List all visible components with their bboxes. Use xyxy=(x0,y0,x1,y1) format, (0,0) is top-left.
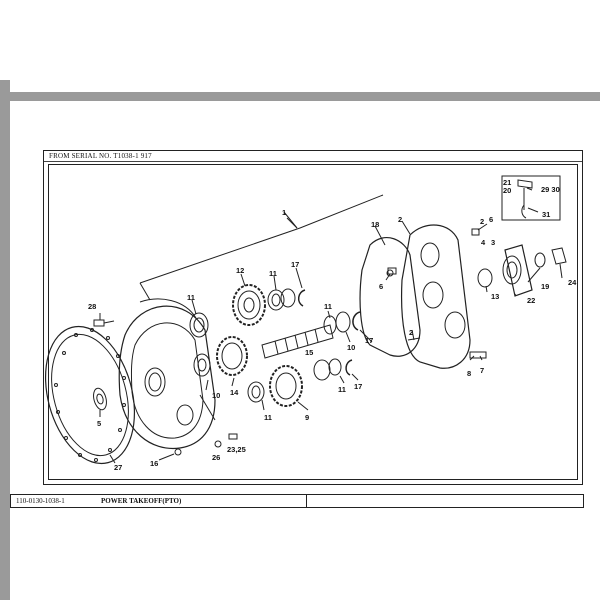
callout-6: 6 xyxy=(379,282,383,291)
bolt-23-part xyxy=(228,433,238,440)
bearing-part xyxy=(247,381,265,403)
plug-6-part xyxy=(387,267,397,275)
gear-14-part xyxy=(216,336,248,376)
callout-10: 10 xyxy=(347,343,355,352)
callout-27: 27 xyxy=(114,463,122,472)
gasket-part xyxy=(359,237,421,357)
callout-2: 2 xyxy=(409,328,413,337)
callout-17: 17 xyxy=(291,260,299,269)
bearing-part xyxy=(313,359,331,381)
flange-part xyxy=(502,244,533,297)
gear-12-part xyxy=(232,284,266,326)
bearing-part xyxy=(280,288,296,308)
callout-6: 6 xyxy=(489,215,493,224)
left-gray-bar xyxy=(0,80,10,600)
outer-cover-part xyxy=(44,325,136,465)
plug-6-part xyxy=(471,228,480,236)
callout-11: 11 xyxy=(264,413,272,422)
bolt-8-part xyxy=(469,351,487,359)
nut-part xyxy=(551,247,567,265)
callout-18: 18 xyxy=(371,220,379,229)
callout-10: 10 xyxy=(212,391,220,400)
bracket-line-1 xyxy=(139,194,384,284)
section-title: POWER TAKEOFF(PTO) xyxy=(101,497,182,505)
bearing-part xyxy=(189,312,209,338)
footer-bar xyxy=(10,494,584,508)
cover-plate-part xyxy=(401,224,471,369)
callout-17: 17 xyxy=(354,382,362,391)
bolt-28-part xyxy=(93,319,115,327)
callout-11: 11 xyxy=(187,293,195,302)
snap-ring-part xyxy=(297,289,306,307)
callout-11: 11 xyxy=(324,302,332,311)
callout-16: 16 xyxy=(150,459,158,468)
header-divider xyxy=(44,161,582,162)
callout-14: 14 xyxy=(230,388,239,397)
serial-number-label: FROM SERIAL NO. T1038-1 917 xyxy=(49,152,152,160)
bracket-end-left xyxy=(139,282,151,301)
callout-26: 26 xyxy=(212,453,220,462)
callout-29-30: 29 30 xyxy=(541,185,560,194)
pto-housing-part xyxy=(118,298,216,450)
callout-5: 5 xyxy=(97,419,101,428)
callout-20: 20 xyxy=(503,186,511,195)
top-gray-bar xyxy=(10,92,600,101)
callout-23-25: 23,25 xyxy=(227,445,246,454)
callout-8: 8 xyxy=(467,369,471,378)
callout-13: 13 xyxy=(491,292,499,301)
callout-12: 12 xyxy=(236,266,244,275)
drawing-area-frame xyxy=(48,164,578,480)
diagram-frame xyxy=(43,150,583,485)
shaft-15-part xyxy=(261,311,361,359)
callout-3: 3 xyxy=(491,238,495,247)
callout-19: 19 xyxy=(541,282,549,291)
callout-15: 15 xyxy=(305,348,313,357)
plug-26-part xyxy=(214,440,222,448)
callout-9: 9 xyxy=(305,413,309,422)
callout-22: 22 xyxy=(527,296,535,305)
footer-divider xyxy=(306,494,307,508)
callout-28: 28 xyxy=(88,302,96,311)
washer-part xyxy=(534,252,546,268)
seal-part xyxy=(477,268,493,288)
plug-16-part xyxy=(174,448,182,456)
gear-9-part xyxy=(269,365,303,407)
callout-11: 11 xyxy=(269,269,277,278)
callout-24: 24 xyxy=(568,278,577,287)
bearing-part xyxy=(193,353,211,377)
callout-2: 2 xyxy=(480,217,484,226)
callout-2: 2 xyxy=(398,215,402,224)
gasket-hole xyxy=(386,269,394,277)
snap-ring-part xyxy=(345,359,353,376)
callout-31: 31 xyxy=(542,210,550,219)
callout-11: 11 xyxy=(338,385,346,394)
callout-4: 4 xyxy=(481,238,486,247)
part-list-code: 110-0130-1038-1 xyxy=(16,497,65,505)
callout-17: 17 xyxy=(365,336,373,345)
inset-box xyxy=(501,175,561,221)
callout-7: 7 xyxy=(480,366,484,375)
callout-21: 21 xyxy=(503,178,511,187)
callout-1: 1 xyxy=(282,208,286,217)
